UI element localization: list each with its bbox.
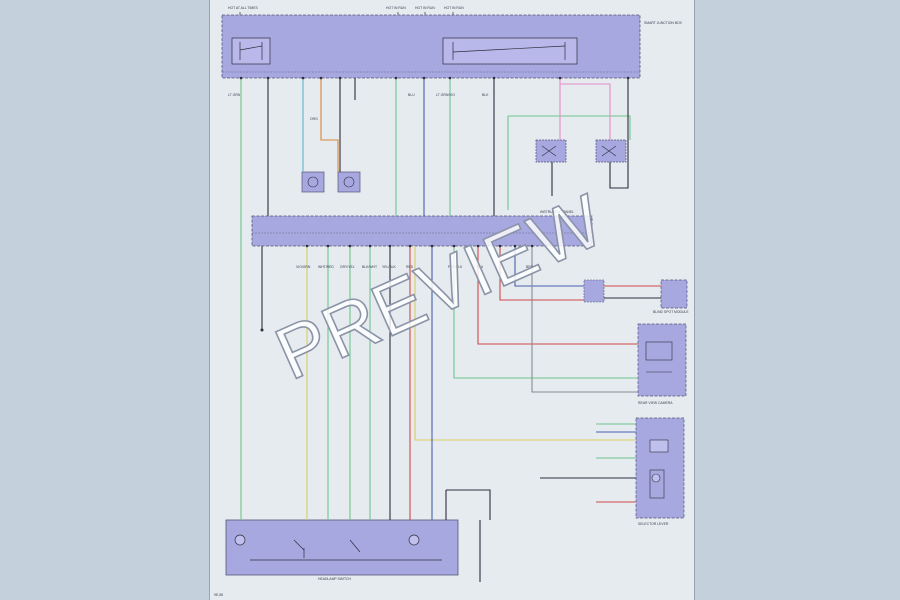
wire-label: PNK/BLK <box>448 265 463 269</box>
wire-label: LT GRN/VIO <box>436 93 455 97</box>
fuse-label-4: HOT IN RUN <box>444 6 464 10</box>
upper-right-relays <box>535 139 627 163</box>
lamp-symbols <box>307 176 355 188</box>
right-module-internals <box>645 341 673 499</box>
bottom-module-contents <box>234 534 442 561</box>
wire-runs <box>240 78 661 582</box>
wire-label: BLK <box>482 93 489 97</box>
wire-label: WHT/RED <box>318 265 334 269</box>
schematic-sheet: HOT AT ALL TIMES HOT IN RUN HOT IN RUN H… <box>209 0 695 600</box>
bottom-switch-module <box>225 519 459 576</box>
mid-module-label: INSTRUMENT PANEL <box>540 210 574 214</box>
wiring-diagram: HOT AT ALL TIMES HOT IN RUN HOT IN RUN H… <box>214 6 689 597</box>
connector-block-right <box>583 279 605 303</box>
fuse-label-3: HOT IN RUN <box>415 6 435 10</box>
right-module-label-1: BLIND SPOT MODULE <box>653 310 689 314</box>
page-ref: 9E-58 <box>214 593 223 597</box>
wire-label: YEL/BLK <box>382 265 396 269</box>
right-module-label-3: SELECTOR LEVER <box>638 522 669 526</box>
wire-label: LT BLU <box>472 265 484 269</box>
wire-label: LT GRN <box>228 93 241 97</box>
fuse-label-1: HOT AT ALL TIMES <box>228 6 259 10</box>
wire-label: BRN <box>526 265 534 269</box>
right-module-label-2: REAR VIEW CAMERA <box>638 401 673 405</box>
wire-label: RED <box>406 265 414 269</box>
top-relay-left <box>231 37 271 65</box>
wire-label: GRY/YEL <box>340 265 355 269</box>
connector-dots <box>239 76 630 332</box>
wire-label: ORG <box>310 117 318 121</box>
right-module-1 <box>660 279 688 309</box>
top-relay-right <box>442 37 578 65</box>
mid-instrument-module <box>251 215 593 247</box>
bottom-module-label: HEADLAMP SWITCH <box>318 577 351 581</box>
lamp-boxes <box>301 171 361 193</box>
upper-right-relay-contacts <box>541 145 617 157</box>
right-module-3 <box>635 417 685 519</box>
wire-label: VIO/GRN <box>296 265 311 269</box>
fuse-label-2: HOT IN RUN <box>386 6 406 10</box>
wire-label: BLU <box>408 93 415 97</box>
top-module-label: SMART JUNCTION BOX <box>644 21 683 25</box>
wire-label: BLK/WHT <box>362 265 377 269</box>
